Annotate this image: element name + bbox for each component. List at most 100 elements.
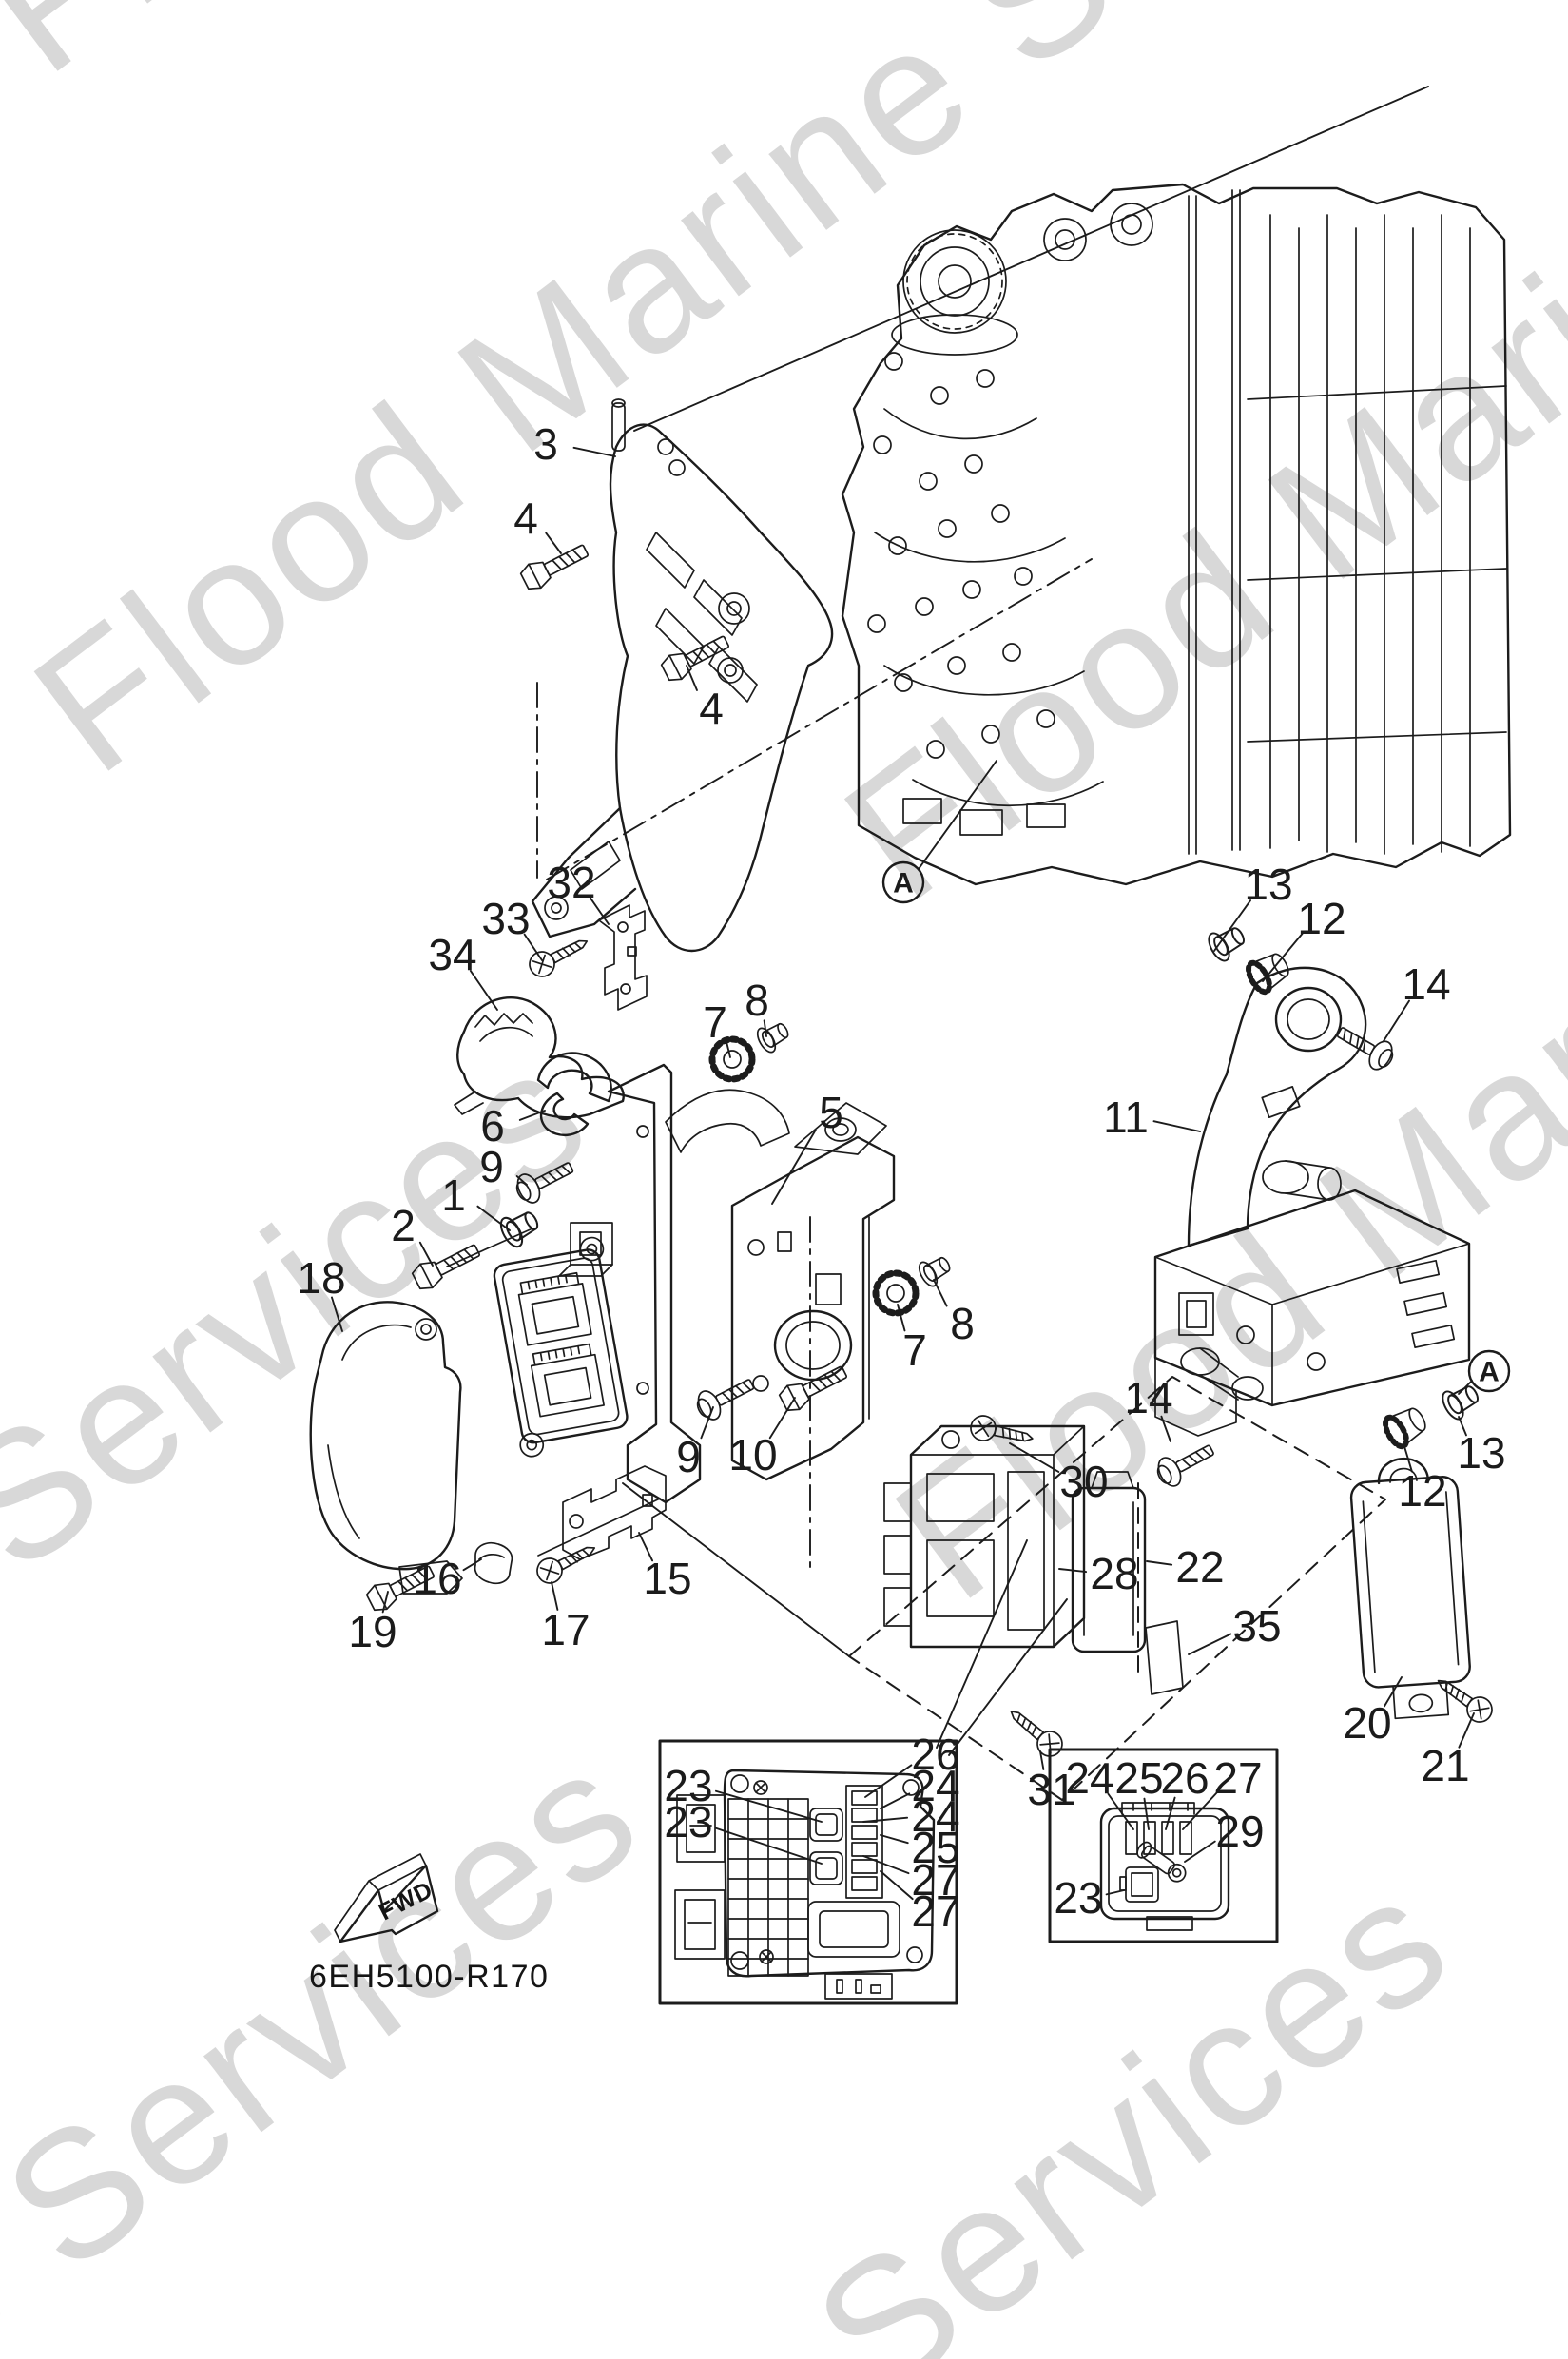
fusebox-grid [727,1798,809,1977]
callout-leader [1039,1750,1045,1770]
reference-line [1458,1380,1473,1395]
callout-leader [476,1205,511,1231]
ecu-connector [517,1271,592,1346]
relay-screw-29 [1136,1841,1187,1883]
callout-leader [1165,1796,1176,1830]
callout-leader [933,1279,948,1307]
callout-label: 35 [1232,1601,1281,1651]
callout-label: 27 [1213,1753,1262,1803]
callout-label: 12 [1398,1466,1446,1516]
plate-32 [598,904,648,1011]
callout-label: 9 [479,1142,504,1191]
callout-label: 12 [1297,894,1345,943]
callout-label: 29 [1215,1807,1264,1856]
callout-leader [700,1406,714,1440]
section-marker-circle [1467,1349,1511,1393]
reference-line [948,1598,1068,1756]
upper-bracket-assembly [517,398,834,953]
callout-leader [1188,1633,1232,1655]
section-marker-circle [881,860,925,904]
callout-label: 18 [297,1253,345,1303]
fusebox-side-connector [674,1794,726,1960]
callout-label: 7 [703,997,727,1047]
callout-leader [1182,1791,1218,1830]
callout-leader [515,1175,528,1186]
callout-leader [551,1581,559,1611]
callout-leader [686,665,698,691]
mount-panel [558,1063,790,1504]
screw-9 [691,1369,760,1425]
callout-leader [589,897,610,925]
callout-label: 15 [643,1554,691,1603]
guide-line-layer [536,86,1473,1801]
engine-ribs [1188,189,1507,855]
callout-leader [1458,1416,1467,1437]
callout-leader [518,1110,546,1121]
callout-leader [469,970,498,1011]
clip-plate [558,1222,613,1277]
stud-part3 [611,398,626,452]
section-marker-layer: AA [881,860,1511,1393]
callout-label: 26 [911,1730,959,1779]
callout-leader [1458,1712,1475,1749]
hex-bolt-10 [776,1359,852,1416]
section-marker-letter: A [893,868,914,899]
callout-label: 23 [1054,1873,1102,1923]
callout-leader [1383,999,1410,1042]
engine-bolt-bosses [867,352,1055,759]
callout-label: 27 [911,1855,959,1905]
callout-label: 14 [1124,1373,1172,1422]
wire-clamp-34 [454,996,625,1119]
callout-leader [1146,1560,1173,1566]
callout-label: 23 [664,1761,712,1810]
callout-label: 32 [547,858,595,907]
callout-label: 5 [819,1088,843,1137]
washer-13 [1204,919,1250,965]
callout-leader [897,1304,906,1332]
callout-leader [715,1789,823,1823]
engine-contours [874,203,1153,836]
callout-leader [418,1241,434,1267]
ecu-unit [493,1236,629,1458]
damper-12 [1245,948,1294,995]
callout-leader [462,1558,482,1572]
callout-label: 19 [348,1607,397,1656]
section-guide-line [546,558,1093,880]
damper-16 [474,1541,513,1585]
callout-leader [1160,1415,1171,1442]
callout-leader [763,1019,767,1037]
relay-terminal-slots [1121,1802,1195,1855]
callout-leader [1009,1442,1060,1473]
callout-leader [1105,1889,1125,1896]
callout-label: 21 [1421,1741,1469,1790]
callout-leader [381,1591,389,1614]
callout-label: 17 [541,1605,590,1654]
callout-leader [1058,1568,1088,1574]
grommet-7 [876,1273,916,1313]
callout-label: 8 [745,976,769,1025]
callout-leader [880,1870,914,1901]
callout-label: 10 [728,1430,777,1479]
magnified-area-outline [848,1376,1386,1801]
section-marker-letter: A [1479,1357,1500,1388]
callout-label: 27 [911,1886,959,1936]
callout-leader [862,1855,910,1875]
callout-leader [331,1296,343,1332]
callout-leader [638,1532,654,1562]
callout-label: 4 [699,684,724,733]
callout-leader [1107,1792,1134,1830]
drawing-code: 6EH5100-R170 [309,1959,549,1995]
mount-bracket-11 [1153,966,1471,1437]
callout-leader [1384,1676,1403,1708]
callout-label: 23 [664,1797,712,1847]
callout-leader [768,1397,796,1440]
callout-label: 14 [1402,959,1450,1009]
callout-leader [1213,899,1252,952]
callout-leader [1184,1840,1216,1863]
callout-leader [714,1827,823,1865]
label-sticker-35 [1145,1620,1184,1695]
callout-leader [725,1040,731,1058]
